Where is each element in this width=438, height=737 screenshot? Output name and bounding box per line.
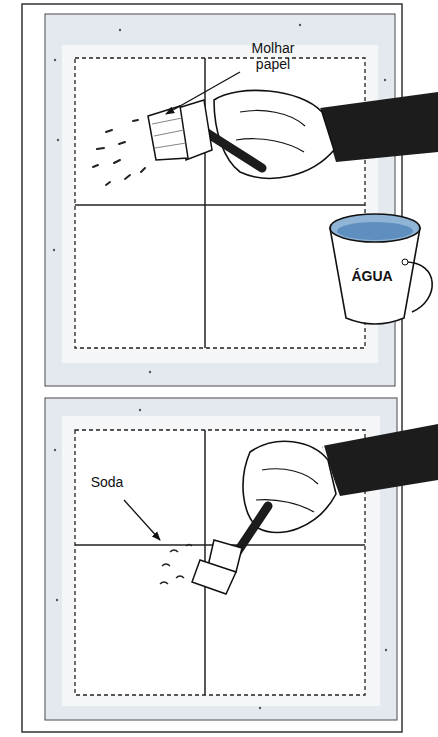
leader-arrows bbox=[124, 72, 240, 540]
upper-wall-panel bbox=[57, 139, 59, 141]
upper-brush-hand bbox=[236, 111, 305, 152]
soda-spray bbox=[160, 545, 192, 585]
container-label: ÁGUA bbox=[340, 268, 404, 284]
callout-label: Molhar papel bbox=[242, 40, 304, 72]
soda-spray bbox=[160, 545, 192, 585]
upper-wall-panel bbox=[53, 249, 55, 251]
upper-brush-hand bbox=[214, 90, 334, 178]
lower-wall-panel bbox=[385, 649, 387, 651]
upper-wall-panel bbox=[45, 14, 395, 386]
upper-wall-panel bbox=[384, 79, 386, 81]
upper-brush-hand bbox=[320, 92, 438, 162]
lower-brush-hand bbox=[192, 424, 438, 594]
water-bucket bbox=[330, 214, 420, 242]
lower-wall-panel bbox=[259, 707, 261, 709]
lower-wall-panel bbox=[56, 599, 58, 601]
water-splash bbox=[93, 120, 145, 185]
upper-wall-panel bbox=[75, 204, 365, 206]
water-bucket bbox=[330, 214, 432, 324]
upper-wall-panel bbox=[75, 58, 365, 348]
upper-wall-panel bbox=[45, 14, 395, 386]
lower-wall-panel bbox=[75, 430, 365, 695]
water-bucket bbox=[402, 259, 408, 265]
upper-brush-hand bbox=[148, 106, 188, 160]
water-bucket bbox=[405, 262, 432, 312]
water-bucket bbox=[337, 222, 413, 240]
upper-wall-panel bbox=[62, 45, 378, 363]
upper-brush-hand bbox=[148, 90, 438, 178]
lower-brush-hand bbox=[322, 424, 438, 496]
upper-wall-panel bbox=[119, 29, 121, 31]
lower-wall-panel bbox=[139, 409, 141, 411]
upper-wall-panel bbox=[149, 371, 151, 373]
upper-brush-hand bbox=[152, 118, 186, 148]
lower-brush-hand bbox=[192, 560, 236, 594]
leader-arrows bbox=[166, 72, 240, 114]
lower-wall-panel bbox=[54, 449, 56, 451]
water-splash bbox=[93, 120, 145, 185]
leader-arrows bbox=[124, 500, 160, 540]
upper-wall-panel bbox=[299, 24, 301, 26]
callout-label: Soda bbox=[82, 474, 132, 490]
upper-wall-panel bbox=[54, 59, 56, 61]
